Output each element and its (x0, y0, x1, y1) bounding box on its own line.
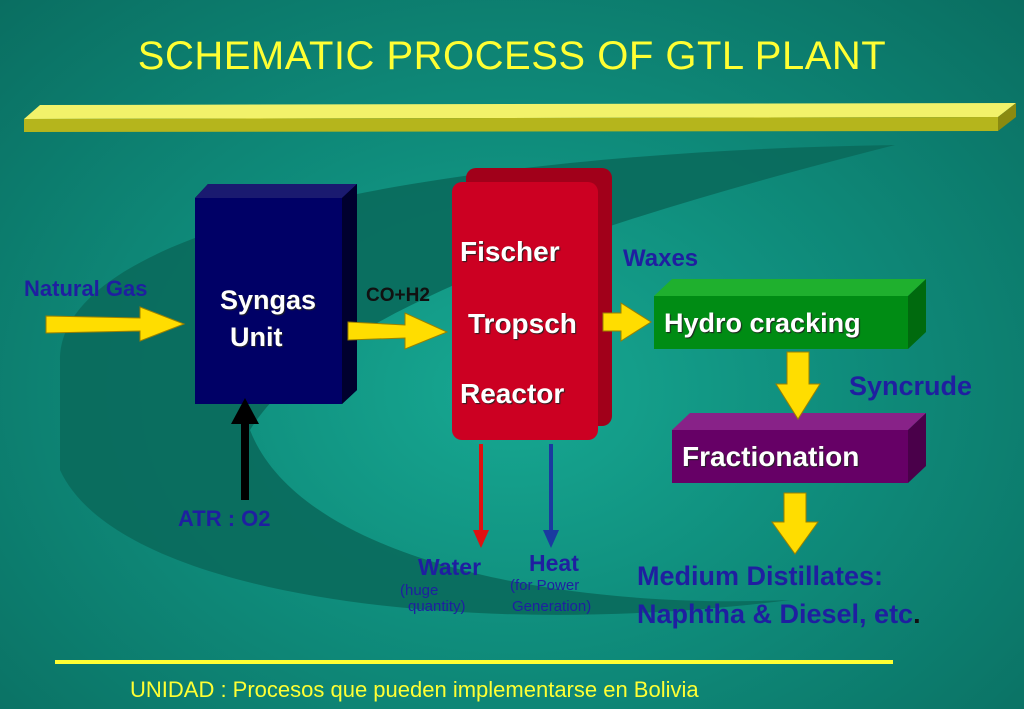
heat-arrow (543, 444, 559, 548)
water-label: Water (418, 554, 482, 580)
heat-label: Heat (529, 550, 579, 576)
water-arrow (473, 444, 489, 548)
natural-gas-label: Natural Gas (24, 276, 148, 301)
ft-reactor-box (452, 168, 612, 440)
water-note-line1: (huge (400, 582, 439, 599)
heat-note-line2: Generation) (512, 598, 592, 615)
products-period: . (913, 599, 921, 629)
ft-reactor-line3: Reactor (460, 378, 565, 409)
hydrocracking-label: Hydro cracking (664, 308, 861, 338)
products-line1: Medium Distillates: (637, 561, 884, 591)
syncrude-label: Syncrude (849, 371, 973, 401)
fractionation-box (672, 413, 926, 483)
water-note-line2: quantity) (408, 598, 466, 615)
co-h2-arrow (347, 312, 449, 350)
products-line2-text: Naphtha & Diesel, etc (637, 599, 914, 629)
title-bar-3d (24, 103, 1016, 132)
natural-gas-arrow (45, 306, 186, 342)
ft-reactor-line1: Fischer (460, 236, 560, 267)
waxes-label: Waxes (623, 245, 699, 272)
hydrocracking-box (654, 279, 926, 349)
products-line2: Naphtha & Diesel, etc. (637, 599, 921, 630)
fractionation-to-products-arrow (771, 492, 819, 555)
footer-divider (55, 660, 893, 664)
atr-o2-label: ATR : O2 (178, 506, 271, 531)
syngas-unit-line1: Syngas (220, 285, 317, 315)
co-h2-label: CO+H2 (366, 285, 430, 306)
reactor-to-hydrocracking-arrow (602, 302, 652, 342)
atr-o2-arrow (231, 398, 259, 500)
syngas-unit-line2: Unit (230, 322, 283, 352)
fractionation-label: Fractionation (682, 441, 860, 472)
syngas-unit-box (195, 184, 357, 404)
ft-reactor-line2: Tropsch (468, 308, 577, 339)
heat-note-line1: (for Power (510, 577, 580, 594)
slide-title: SCHEMATIC PROCESS OF GTL PLANT (137, 34, 887, 78)
hydrocracking-to-fractionation-arrow (775, 351, 821, 420)
footer-text: UNIDAD : Procesos que pueden implementar… (130, 677, 699, 702)
